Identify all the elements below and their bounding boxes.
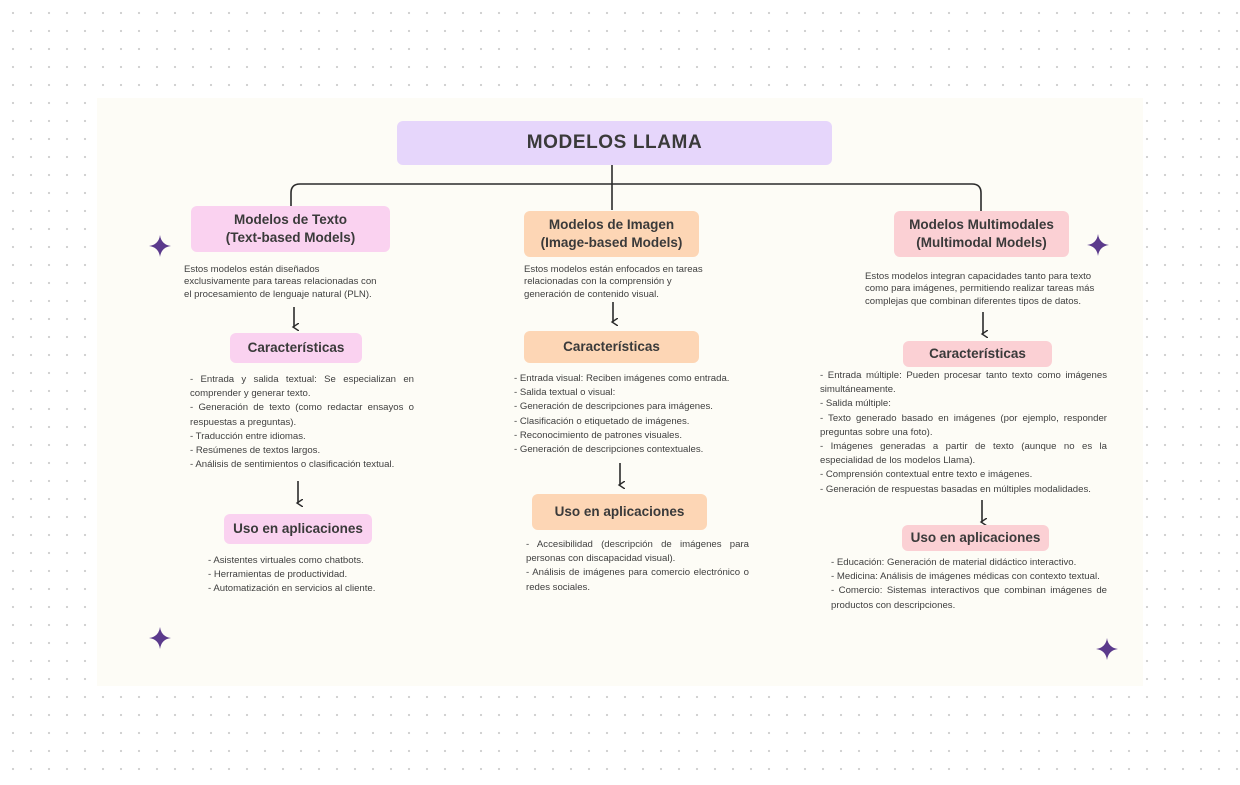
multimodal-features-label-text: Características: [929, 346, 1026, 362]
multimodal-uses-list: - Educación: Generación de material didá…: [831, 557, 1107, 611]
image-models-heading-text: Modelos de Imagen (Image-based Models): [540, 217, 683, 250]
multimodal-uses-label-text: Uso en aplicaciones: [910, 530, 1041, 546]
text-features-label-text: Características: [247, 340, 345, 356]
image-features-list: - Entrada visual: Reciben imágenes como …: [514, 373, 730, 455]
image-uses-label-text: Uso en aplicaciones: [554, 504, 685, 520]
text-models-heading: Modelos de Texto (Text-based Models): [191, 206, 390, 252]
sparkle-icon: [1096, 638, 1118, 660]
image-features-label-text: Características: [563, 339, 660, 355]
text-uses-list: - Asistentes virtuales como chatbots. - …: [208, 555, 376, 595]
sparkle-icon: [149, 235, 171, 257]
image-uses-label: Uso en aplicaciones: [532, 494, 707, 530]
multimodal-features-label: Características: [903, 341, 1052, 367]
text-uses-label-text: Uso en aplicaciones: [233, 521, 363, 537]
image-models-description: Estos modelos están enfocados en tareas …: [524, 264, 703, 300]
sparkle-icon: [149, 627, 171, 649]
diagram-title-text: MODELOS LLAMA: [526, 131, 703, 153]
text-models-heading-text: Modelos de Texto (Text-based Models): [225, 212, 356, 245]
image-features-label: Características: [524, 331, 699, 363]
text-uses-label: Uso en aplicaciones: [224, 514, 372, 544]
image-models-heading: Modelos de Imagen (Image-based Models): [524, 211, 699, 257]
multimodal-models-description: Estos modelos integran capacidades tanto…: [865, 271, 1095, 307]
text-models-description: Estos modelos están diseñados exclusivam…: [184, 264, 377, 300]
text-features-label: Características: [230, 333, 362, 363]
text-features-list: - Entrada y salida textual: Se especiali…: [190, 374, 414, 471]
multimodal-models-heading-text: Modelos Multimodales (Multimodal Models): [909, 217, 1054, 250]
sparkle-icon: [1087, 234, 1109, 256]
multimodal-uses-label: Uso en aplicaciones: [902, 525, 1049, 551]
multimodal-features-list: - Entrada múltiple: Pueden procesar tant…: [820, 370, 1107, 495]
image-uses-list: - Accesibilidad (descripción de imágenes…: [526, 539, 749, 593]
diagram-title: MODELOS LLAMA: [397, 121, 832, 165]
multimodal-models-heading: Modelos Multimodales (Multimodal Models): [894, 211, 1069, 257]
